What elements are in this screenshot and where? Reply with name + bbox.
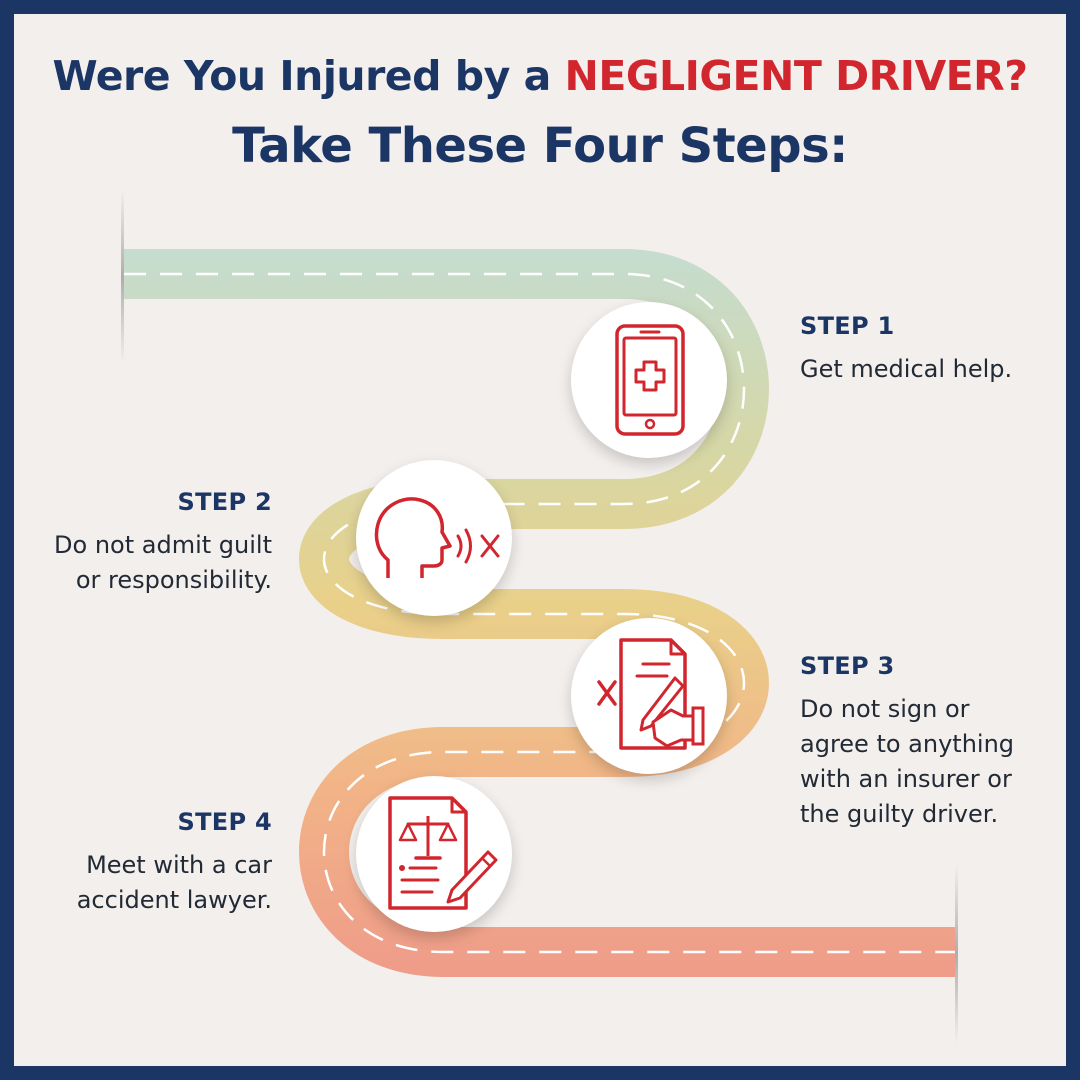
step-3-desc-line: the guilty driver. [800,800,999,828]
step-2-desc-line: or responsibility. [75,566,272,594]
step-4-desc-line: accident lawyer. [76,886,272,914]
step-1-label: STEP 1 [800,312,895,340]
step-4-desc-line: Meet with a car [86,851,272,879]
step-3: STEP 3 Do not sign or agree to anything … [800,652,1014,832]
road-start-post [121,189,124,364]
step-1-desc-line: Get medical help. [800,355,1013,383]
step-3-label: STEP 3 [800,652,895,680]
step-3-desc-line: Do not sign or [800,695,970,723]
road-dashes [124,272,955,954]
step-3-desc-line: with an insurer or [800,765,1012,793]
step-1: STEP 1 Get medical help. [800,312,1012,387]
step-4-icon-circle [356,776,512,932]
infographic-panel: Were You Injured by a NEGLIGENT DRIVER? … [14,14,1066,1066]
step-2-desc-line: Do not admit guilt [54,531,272,559]
headline-line-1: Were You Injured by a NEGLIGENT DRIVER? [14,52,1066,100]
step-3-desc: Do not sign or agree to anything with an… [800,692,1014,832]
step-1-icon-circle [571,302,727,458]
step-4: STEP 4 Meet with a car accident lawyer. [77,808,272,918]
legal-document-icon [388,796,498,910]
step-2-desc: Do not admit guilt or responsibility. [54,528,272,598]
medical-phone-icon [615,324,685,436]
step-4-desc: Meet with a car accident lawyer. [77,848,272,918]
step-1-desc: Get medical help. [800,352,1012,387]
no-speaking-icon [374,497,500,578]
step-2-label: STEP 2 [177,488,272,516]
step-2: STEP 2 Do not admit guilt or responsibil… [54,488,272,598]
step-3-icon-circle [571,618,727,774]
headline-accent: NEGLIGENT DRIVER? [564,52,1029,100]
step-4-label: STEP 4 [177,808,272,836]
step-3-desc-line: agree to anything [800,730,1015,758]
headline-line-2: Take These Four Steps: [232,118,848,174]
step-2-icon-circle [356,460,512,616]
winding-road [124,249,955,977]
headline-text: Were You Injured by a [52,52,565,100]
road-end-post [955,864,958,1044]
no-signing-icon [597,638,705,750]
